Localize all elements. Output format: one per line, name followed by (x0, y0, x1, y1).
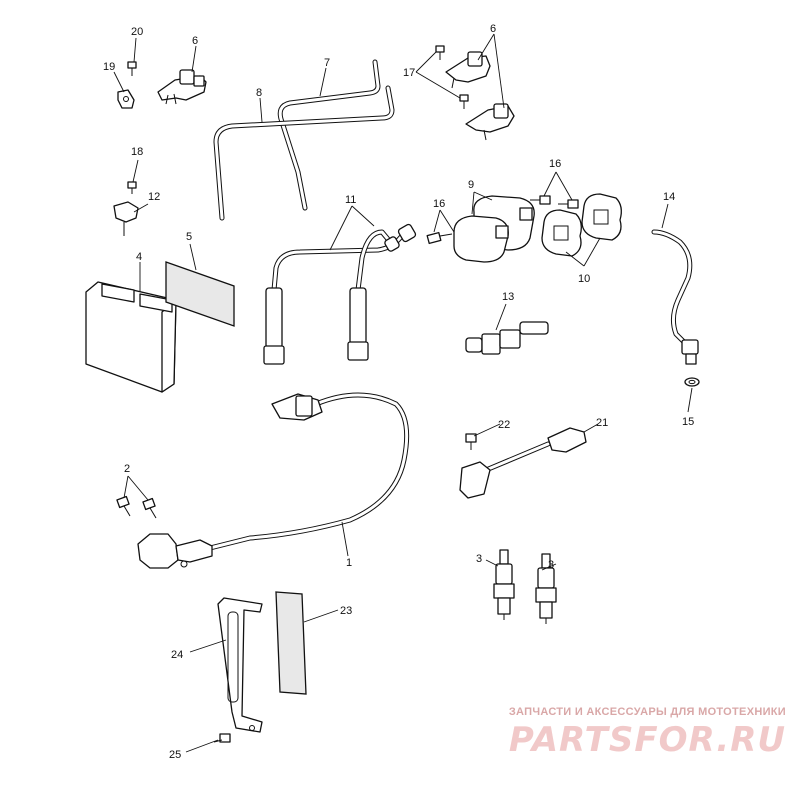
bolt-part-2 (116, 495, 157, 519)
callout-10: 10 (578, 273, 590, 285)
bolt-part-17-lower (459, 94, 469, 109)
callout-14: 14 (663, 191, 675, 203)
callout-3-left: 3 (476, 553, 482, 565)
callout-24: 24 (171, 649, 183, 661)
callout-labels: 20 6 19 7 8 6 17 18 12 4 5 11 9 16 16 10… (103, 23, 694, 761)
sensor-lead-part-14 (651, 229, 699, 365)
bolt-part-25 (213, 733, 231, 743)
callout-12: 12 (148, 191, 160, 203)
callout-1: 1 (346, 557, 352, 569)
callout-7: 7 (324, 57, 330, 69)
bolt-part-16-coil (426, 231, 453, 245)
sensor-part-6-left (157, 69, 207, 105)
sensor-part-6-lower-right (465, 103, 515, 141)
callout-16-left: 16 (433, 198, 445, 210)
bolt-part-20 (127, 61, 137, 76)
callout-13: 13 (502, 291, 514, 303)
callout-19: 19 (103, 61, 115, 73)
callout-23: 23 (340, 605, 352, 617)
callout-9: 9 (468, 179, 474, 191)
bracket-part-24 (217, 597, 263, 733)
callout-17: 17 (403, 67, 415, 79)
bolt-part-22 (465, 433, 477, 450)
bolt-part-16-upper (530, 195, 579, 209)
callout-22: 22 (498, 419, 510, 431)
callout-21: 21 (596, 417, 608, 429)
callout-25: 25 (169, 749, 181, 761)
callout-15: 15 (682, 416, 694, 428)
ecu-part-4 (85, 281, 177, 393)
cover-part-10 (541, 193, 622, 257)
watermark: ЗАПЧАСТИ И АКСЕССУАРЫ ДЛЯ МОТОТЕХНИКИ PA… (509, 706, 786, 760)
callout-6-left: 6 (192, 35, 198, 47)
bolt-part-17-upper (435, 45, 445, 60)
sensor-part-21 (459, 427, 587, 499)
callout-20: 20 (131, 26, 143, 38)
bolt-part-18 (127, 181, 137, 194)
watermark-caption: ЗАПЧАСТИ И АКСЕССУАРЫ ДЛЯ МОТОТЕХНИКИ (508, 706, 786, 718)
callout-11: 11 (345, 194, 356, 206)
sensor-part-12 (113, 201, 139, 236)
callout-4: 4 (136, 251, 142, 263)
callout-8: 8 (256, 87, 262, 99)
sensor-part-13 (465, 321, 549, 355)
spark-plug-part-3-right (535, 553, 557, 624)
coil-part-9 (453, 195, 535, 263)
pad-part-5 (165, 261, 235, 327)
callout-2: 2 (124, 463, 130, 475)
callout-16-right: 16 (549, 158, 561, 170)
sensor-part-1 (137, 392, 410, 569)
leader-lines (113, 33, 693, 753)
washer-part-15 (684, 377, 700, 387)
callout-18: 18 (131, 146, 143, 158)
sensor-part-6-upper-right (445, 51, 491, 89)
callout-5: 5 (186, 231, 192, 243)
callout-6-right: 6 (490, 23, 496, 35)
spark-plug-part-3-left (493, 549, 515, 620)
pad-part-23 (275, 591, 307, 695)
ht-leads-part-11 (263, 223, 417, 365)
pipe-part-8 (213, 85, 395, 221)
bracket-part-19 (117, 89, 135, 109)
watermark-logo: PARTSFOR.RU (508, 720, 786, 760)
callout-3-right: 3 (548, 559, 554, 571)
pipe-part-7 (277, 59, 381, 211)
